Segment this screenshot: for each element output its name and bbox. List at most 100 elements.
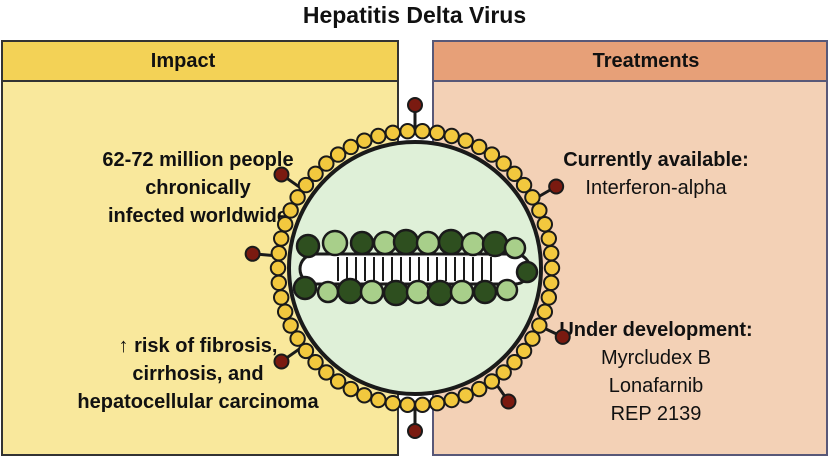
dark-rna-bead [472,279,498,305]
spike-knob [273,166,290,183]
light-rna-bead [316,280,340,304]
envelope-bead [276,303,294,320]
light-rna-bead [460,231,486,257]
envelope-bead [399,396,416,413]
light-rna-bead [503,236,527,260]
envelope-bead [414,396,431,413]
envelope-bead [356,387,373,404]
envelope-bead [531,202,548,219]
impact-header-label: Impact [150,50,216,72]
envelope-bead [428,394,446,412]
available-treatments: Currently available: Interferon-alpha [496,146,816,202]
envelope-bead [297,342,315,360]
light-rna-bead [372,230,398,256]
envelope-bead [540,230,557,247]
envelope-bead [536,216,554,233]
envelope-bead [342,380,360,398]
envelope-bead [318,364,335,381]
envelope-bead [270,244,288,262]
envelope-bead [356,132,373,149]
envelope-bead [540,289,557,306]
dark-rna-bead [292,275,318,301]
envelope-bead [542,274,560,292]
envelope-bead [370,391,387,409]
dark-rna-bead [382,279,410,307]
risk-line: hepatocellular carcinoma [77,391,319,413]
envelope-bead [370,127,387,145]
prevalence-line: chronically [145,177,251,199]
spike-knob [554,328,571,345]
envelope-bead [307,165,324,182]
treatment-item: Interferon-alpha [585,177,727,199]
risk-statement: ↑ risk of fibrosis, cirrhosis, and hepat… [13,332,383,416]
treatments-header-label: Treatments [592,50,700,72]
envelope-bead [428,124,446,142]
treatment-item: Lonafarnib [608,375,704,397]
spike-knob [548,178,565,195]
light-rna-bead [415,230,441,256]
envelope-bead [289,330,306,347]
dark-rna-bead [295,233,321,259]
envelope-bead [470,380,488,398]
light-rna-bead [405,279,431,305]
envelope-bead [506,165,523,182]
envelope-bead [414,123,431,140]
envelope-bead [457,387,474,404]
envelope-bead [329,146,347,163]
prevalence-stat: 62-72 million people chronically infecte… [13,146,383,230]
envelope-bead [269,259,287,277]
envelope-bead [542,244,560,262]
spike-knob [407,423,423,439]
envelope-bead [273,230,290,247]
envelope-bead [384,124,402,142]
rna-rod [298,252,532,286]
envelope-bead [384,394,402,412]
dark-rna-bead [481,230,509,258]
treatment-item: REP 2139 [610,403,702,425]
envelope-beads [269,123,561,413]
envelope-bead [543,259,561,277]
dark-rna-bead [426,279,454,307]
envelope-bead [329,373,347,390]
envelope-bead [276,216,294,233]
dark-rna-bead [515,260,539,284]
light-rna-bead [321,229,349,257]
prevalence-line: infected worldwide [107,205,289,227]
envelope-bead [273,289,290,306]
light-rna-bead [359,279,385,305]
envelope-bead [443,127,460,145]
figure-title: Hepatitis Delta Virus [302,2,527,28]
spike-knob [273,353,290,370]
envelope-bead [282,317,299,334]
spike-knob [407,97,423,113]
envelope-bead [282,202,299,219]
development-heading: Under development: [559,319,753,341]
envelope-bead [536,303,554,320]
development-treatments: Under development: Myrcludex B Lonafarni… [496,316,816,428]
envelope-bead [470,138,488,156]
envelope-bead [457,132,474,149]
envelope-bead [483,373,501,390]
prevalence-line: 62-72 million people [102,149,294,171]
envelope-bead [342,138,360,156]
dark-rna-bead [336,277,364,305]
envelope-bead [524,189,541,206]
envelope-bead [515,342,533,360]
envelope-bead [483,146,501,163]
envelope-bead [495,364,512,381]
light-rna-bead [495,278,519,302]
available-heading: Currently available: [563,149,749,171]
light-rna-bead [449,279,475,305]
envelope-bead [443,391,460,409]
dark-rna-bead [392,228,420,256]
impact-header: Impact [3,42,397,82]
spike-knob [500,393,517,410]
envelope-bead [297,176,315,194]
envelope-bead [531,317,548,334]
envelope-bead [307,354,324,371]
risk-line: cirrhosis, and [132,363,264,385]
rna-genome [292,228,539,307]
envelope-bead [270,274,288,292]
treatment-item: Myrcludex B [600,347,712,369]
